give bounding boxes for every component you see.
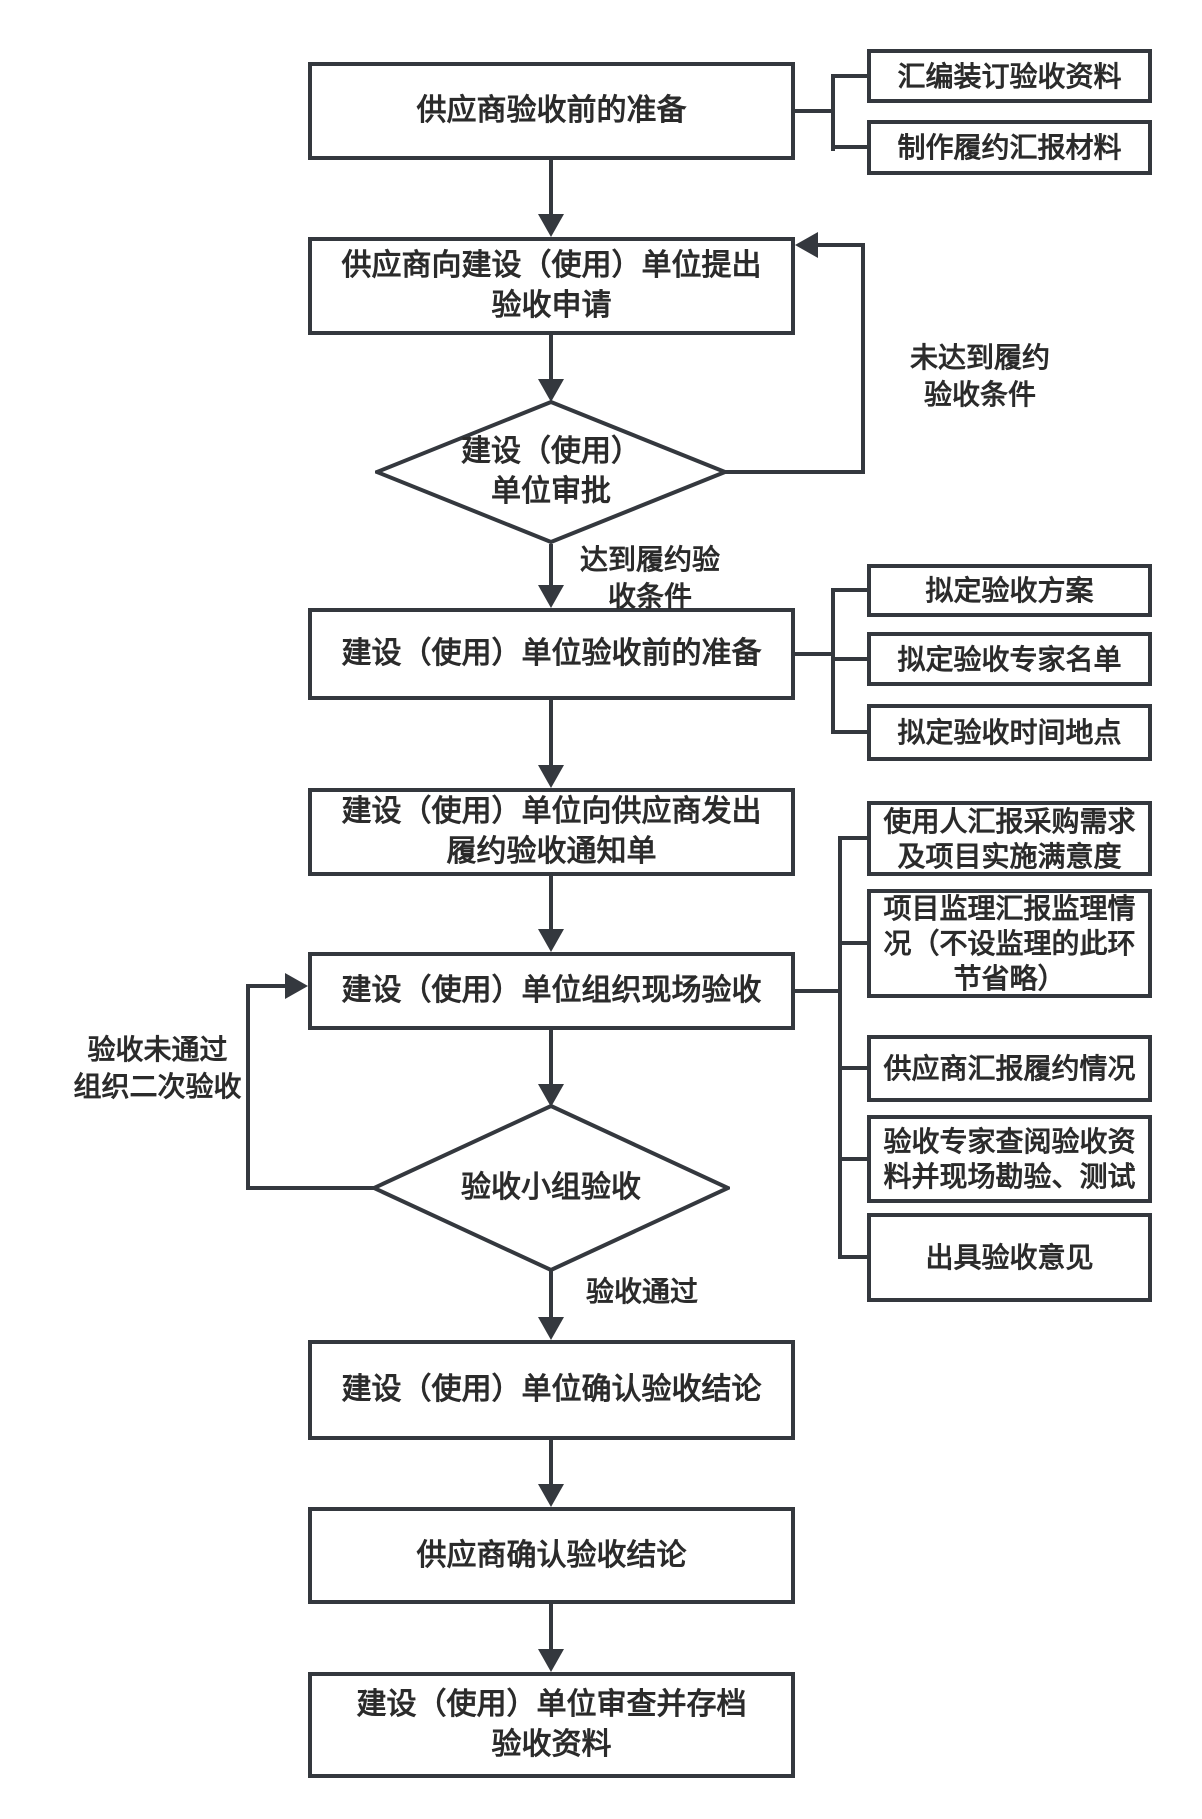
side-node-compile-docs: 汇编装订验收资料 bbox=[867, 49, 1152, 103]
bracket3-stub bbox=[795, 989, 842, 993]
diamond-shape bbox=[375, 400, 727, 544]
edge-label-met: 达到履约验 收条件 bbox=[579, 544, 720, 612]
arrowhead-supplier-confirm-to-archive bbox=[538, 1649, 564, 1672]
bracket2-vertical bbox=[831, 588, 835, 734]
bracket2-to-draft-plan bbox=[831, 588, 867, 592]
side-node-supervisor-report: 项目监理汇报监理情 况（不设监理的此环 节省略） bbox=[867, 889, 1152, 998]
loop1-bottom-line bbox=[725, 470, 865, 474]
arrow-line-apply-to-approve bbox=[549, 335, 553, 383]
side-node-report-material: 制作履约汇报材料 bbox=[867, 120, 1152, 175]
bracket1-to-compile-docs bbox=[831, 74, 867, 78]
node-notice: 建设（使用）单位向供应商发出 履约验收通知单 bbox=[308, 788, 795, 876]
arrowhead-loop1-to-apply bbox=[795, 232, 818, 258]
arrowhead-owner-confirm-to-supplier-confirm bbox=[538, 1484, 564, 1507]
node-panel-check-decision: 验收小组验收 bbox=[372, 1104, 730, 1272]
arrow-line-owner-prep-to-notice bbox=[549, 700, 553, 769]
decision-label: 建设（使用） 单位审批 bbox=[461, 435, 641, 508]
bracket3-to-expert-review bbox=[838, 1157, 871, 1161]
arrowhead-notice-to-onsite bbox=[538, 929, 564, 952]
arrowhead-onsite-to-panel bbox=[538, 1084, 564, 1107]
side-node-expert-review: 验收专家查阅验收资 料并现场勘验、测试 bbox=[867, 1115, 1152, 1203]
node-owner-confirm: 建设（使用）单位确认验收结论 bbox=[308, 1340, 795, 1440]
decision-label: 验收小组验收 bbox=[461, 1171, 641, 1204]
bracket2-to-draft-time-place bbox=[831, 730, 867, 734]
edge-label-fail-retry: 验收未通过 组织二次验收 bbox=[73, 1034, 242, 1102]
arrowhead-panel-to-owner-confirm bbox=[538, 1317, 564, 1340]
bracket1-to-report-material bbox=[831, 145, 867, 149]
side-node-draft-plan: 拟定验收方案 bbox=[867, 564, 1152, 617]
arrow-line-notice-to-onsite bbox=[549, 876, 553, 933]
arrow-line-onsite-to-panel bbox=[549, 1030, 553, 1088]
arrowhead-apply-to-approve bbox=[538, 379, 564, 402]
loop2-bottom-line bbox=[246, 1186, 376, 1190]
node-supplier-prep: 供应商验收前的准备 bbox=[308, 62, 795, 160]
arrowhead-supplier-prep-to-apply bbox=[538, 214, 564, 237]
edge-label-pass: 验收通过 bbox=[585, 1276, 698, 1307]
loop1-vertical-line bbox=[861, 243, 865, 474]
node-apply: 供应商向建设（使用）单位提出 验收申请 bbox=[308, 237, 795, 335]
bracket1-vertical bbox=[831, 74, 835, 151]
arrow-line-owner-confirm-to-supplier-confirm bbox=[549, 1440, 553, 1488]
arrow-line-panel-to-owner-confirm bbox=[549, 1270, 553, 1321]
loop1-top-line bbox=[816, 243, 865, 247]
bracket2-to-draft-experts bbox=[831, 657, 867, 661]
arrow-line-approve-to-owner-prep bbox=[549, 544, 553, 589]
bracket2-stub bbox=[795, 652, 835, 656]
loop2-top-line bbox=[246, 984, 287, 988]
node-supplier-confirm: 供应商确认验收结论 bbox=[308, 1507, 795, 1604]
side-node-draft-experts: 拟定验收专家名单 bbox=[867, 632, 1152, 686]
arrowhead-approve-to-owner-prep bbox=[538, 585, 564, 608]
arrow-line-supplier-prep-to-apply bbox=[549, 160, 553, 218]
side-node-draft-time-place: 拟定验收时间地点 bbox=[867, 704, 1152, 761]
bracket3-to-supervisor-report bbox=[838, 941, 871, 945]
side-node-supplier-report: 供应商汇报履约情况 bbox=[867, 1035, 1152, 1102]
loop2-vertical-line bbox=[246, 984, 250, 1190]
bracket3-to-user-report bbox=[838, 836, 871, 840]
arrow-line-supplier-confirm-to-archive bbox=[549, 1604, 553, 1653]
side-node-user-report: 使用人汇报采购需求 及项目实施满意度 bbox=[867, 801, 1152, 876]
node-archive: 建设（使用）单位审查并存档 验收资料 bbox=[308, 1672, 795, 1778]
node-owner-prep: 建设（使用）单位验收前的准备 bbox=[308, 608, 795, 700]
arrowhead-owner-prep-to-notice bbox=[538, 765, 564, 788]
arrowhead-loop2-to-onsite bbox=[285, 973, 308, 999]
bracket1-stub bbox=[795, 109, 835, 113]
node-onsite: 建设（使用）单位组织现场验收 bbox=[308, 952, 795, 1030]
bracket3-vertical bbox=[838, 836, 842, 1259]
bracket3-to-issue-opinion bbox=[838, 1255, 871, 1259]
node-owner-approve-decision: 建设（使用） 单位审批 bbox=[375, 400, 727, 544]
bracket3-to-supplier-report bbox=[838, 1066, 871, 1070]
edge-label-not-met: 未达到履约 验收条件 bbox=[909, 342, 1050, 410]
side-node-issue-opinion: 出具验收意见 bbox=[867, 1213, 1152, 1302]
